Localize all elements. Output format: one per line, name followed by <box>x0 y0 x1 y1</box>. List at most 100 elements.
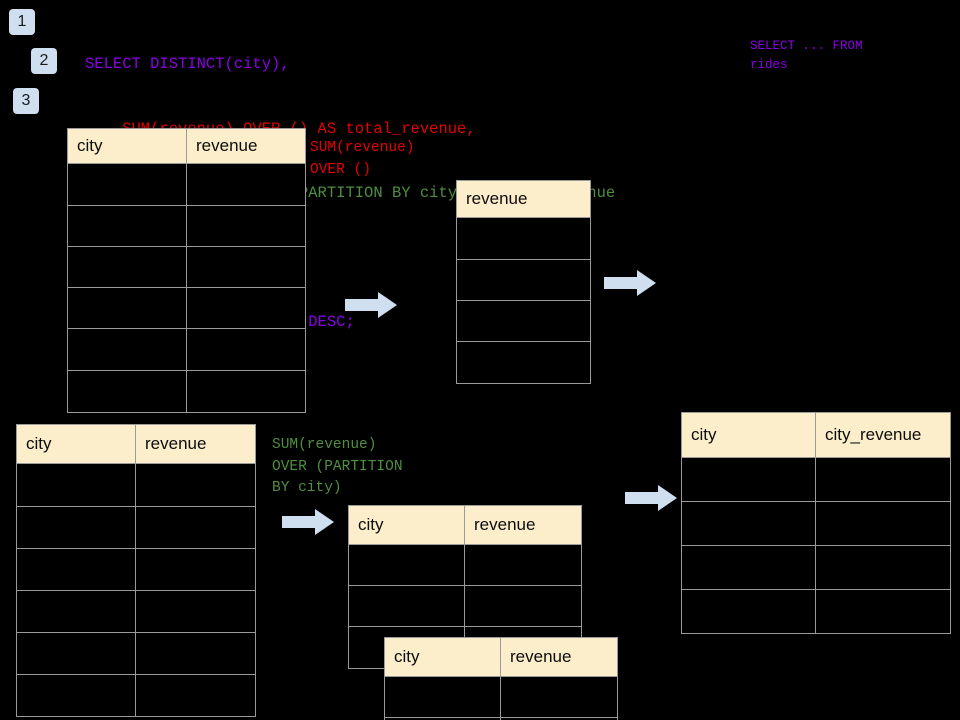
cell <box>384 676 501 718</box>
cell <box>186 328 306 371</box>
table-row <box>681 457 951 502</box>
step-badge-1: 1 <box>9 9 35 35</box>
cell <box>67 163 187 206</box>
arrow-right-icon <box>345 292 397 318</box>
cell <box>16 506 136 549</box>
header-cell-revenue: revenue <box>135 424 256 464</box>
table-header-row: city revenue <box>348 505 582 545</box>
table-source-top-body: city revenue <box>67 128 306 413</box>
table-row <box>16 632 256 675</box>
header-cell-city: city <box>67 128 187 164</box>
table-row <box>16 674 256 717</box>
cell <box>456 259 591 301</box>
cell <box>815 589 951 634</box>
table-row <box>456 300 591 342</box>
table-header-row: revenue <box>456 180 591 218</box>
cell <box>135 590 256 633</box>
header-cell-city: city <box>681 412 816 458</box>
header-cell-revenue: revenue <box>464 505 582 545</box>
table-row <box>67 205 306 247</box>
cell <box>16 632 136 675</box>
cell <box>16 548 136 591</box>
header-cell-city: city <box>384 637 501 677</box>
table-row <box>67 163 306 206</box>
table-row <box>681 589 951 634</box>
table-header-row: city revenue <box>67 128 306 164</box>
cell <box>135 674 256 717</box>
annotation-sum-over-empty: SUM(revenue) OVER () <box>310 140 415 178</box>
table-row <box>16 506 256 549</box>
cell <box>815 545 951 590</box>
table-row <box>384 676 618 718</box>
table-total-revenue: revenue <box>456 180 591 384</box>
table-row <box>67 246 306 288</box>
cell <box>16 463 136 507</box>
table-source-bottom-body: city revenue <box>16 424 256 717</box>
annotation-sum-over-partition: SUM(revenue) OVER (PARTITION BY city) <box>272 437 403 496</box>
table-row <box>456 217 591 260</box>
cell <box>67 205 187 247</box>
table-row <box>384 717 618 720</box>
flow-arrow-4 <box>625 483 677 513</box>
table-source-bottom: city revenue <box>16 424 256 717</box>
flow-arrow-2 <box>604 268 656 298</box>
cell <box>186 246 306 288</box>
cell <box>135 548 256 591</box>
step-badge-2: 2 <box>31 48 57 74</box>
cell <box>348 544 465 586</box>
table-row <box>67 370 306 413</box>
table-partition-a-body: city revenue <box>348 505 582 669</box>
flow-arrow-1 <box>345 290 397 320</box>
cell <box>67 328 187 371</box>
cell <box>681 589 816 634</box>
cell <box>456 341 591 384</box>
table-total-revenue-body: revenue <box>456 180 591 384</box>
header-cell-city: city <box>348 505 465 545</box>
cell <box>456 300 591 342</box>
header-cell-city: city <box>16 424 136 464</box>
table-row <box>16 548 256 591</box>
arrow-right-icon <box>604 270 656 296</box>
table-row <box>16 590 256 633</box>
cell <box>186 163 306 206</box>
step-badge-1-label: 1 <box>17 13 27 30</box>
cell <box>815 457 951 502</box>
table-row <box>67 328 306 371</box>
arrow-right-icon <box>282 509 334 535</box>
cell <box>186 205 306 247</box>
cell <box>135 506 256 549</box>
table-result-body: city city_revenue <box>681 412 951 634</box>
cell <box>464 544 582 586</box>
step-badge-3-label: 3 <box>21 92 31 109</box>
table-header-row: city city_revenue <box>681 412 951 458</box>
cell <box>464 585 582 627</box>
cell <box>67 287 187 329</box>
cell <box>500 717 618 720</box>
table-row <box>348 544 582 586</box>
table-header-row: city revenue <box>384 637 618 677</box>
cell <box>681 501 816 546</box>
table-row <box>681 501 951 546</box>
table-row <box>681 545 951 590</box>
table-row <box>456 259 591 301</box>
header-cell-revenue: revenue <box>500 637 618 677</box>
cell <box>67 370 187 413</box>
step-badge-3: 3 <box>13 88 39 114</box>
table-row <box>348 585 582 627</box>
annotation-select-from: SELECT ... FROM rides <box>750 39 863 72</box>
table-row <box>456 341 591 384</box>
cell <box>186 287 306 329</box>
table-header-row: city revenue <box>16 424 256 464</box>
cell <box>67 246 187 288</box>
cell <box>348 585 465 627</box>
header-cell-revenue: revenue <box>456 180 591 218</box>
flow-arrow-3 <box>282 507 334 537</box>
cell <box>500 676 618 718</box>
table-row <box>16 463 256 507</box>
table-partition-a: city revenue <box>348 505 582 669</box>
table-source-top: city revenue <box>67 128 306 413</box>
sql-line-1: SELECT DISTINCT(city), <box>85 55 290 73</box>
cell <box>135 463 256 507</box>
cell <box>681 545 816 590</box>
cell <box>815 501 951 546</box>
